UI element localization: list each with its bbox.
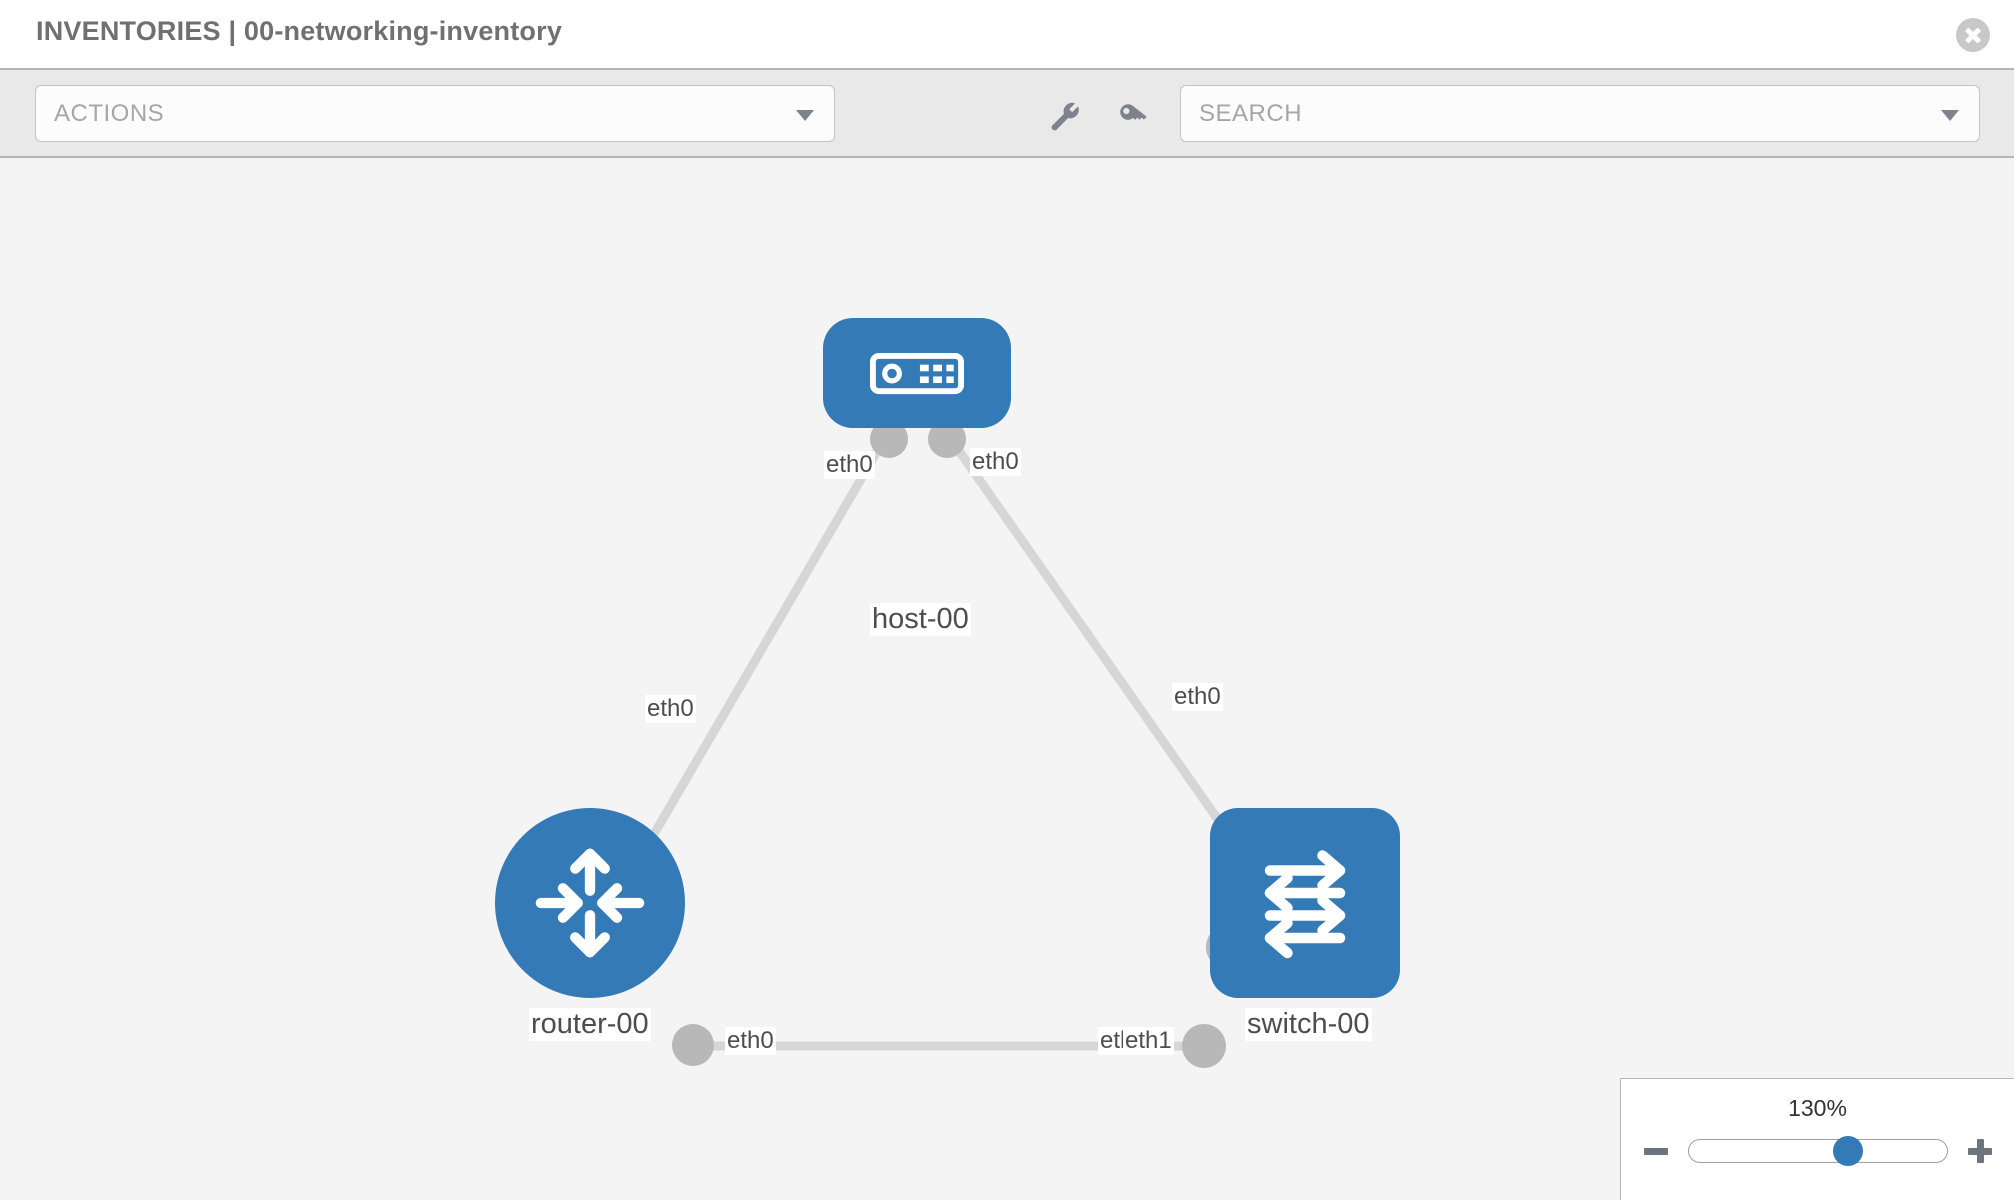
plus-icon-bar-vertical	[1976, 1139, 1984, 1163]
iface-label-switch-upper: eth0	[1172, 683, 1223, 711]
chevron-down-icon	[1941, 109, 1959, 121]
actions-dropdown-value: ACTIONS	[54, 99, 165, 127]
minus-icon[interactable]	[1642, 1137, 1670, 1165]
zoom-slider[interactable]	[1687, 1136, 1948, 1166]
zoom-level-value: 130%	[1788, 1095, 1847, 1121]
node-router-00-shape[interactable]	[495, 808, 685, 998]
page-title: INVENTORIES | 00-networking-inventory	[36, 16, 563, 46]
close-icon[interactable]	[1956, 18, 1990, 52]
plus-icon[interactable]	[1966, 1137, 1994, 1165]
connector-knob-router-right	[672, 1024, 714, 1066]
node-switch-00-label: switch-00	[1245, 1008, 1372, 1041]
chevron-down-icon	[796, 109, 814, 121]
iface-label-router-upper: eth0	[645, 695, 696, 723]
key-icon[interactable]	[1116, 100, 1150, 134]
topology-canvas[interactable]: host-00 router-00	[0, 158, 2014, 1200]
node-switch-00-shape[interactable]	[1210, 808, 1400, 998]
iface-label-switch-left-b: eth1	[1123, 1027, 1174, 1055]
connector-knob-switch-left	[1182, 1024, 1226, 1068]
iface-label-host-left: eth0	[824, 451, 875, 479]
wrench-icon[interactable]	[1048, 100, 1082, 134]
zoom-control-row	[1621, 1131, 2014, 1171]
search-input-placeholder: SEARCH	[1199, 99, 1303, 127]
node-host-00-label: host-00	[870, 603, 971, 636]
search-input[interactable]: SEARCH	[1180, 85, 1980, 142]
iface-label-router-right: eth0	[725, 1027, 776, 1055]
actions-dropdown[interactable]: ACTIONS	[35, 85, 835, 142]
toolbar: ACTIONS SEARCH	[0, 68, 2014, 158]
iface-label-host-right: eth0	[970, 448, 1021, 476]
zoom-control-panel: 130%	[1620, 1078, 2014, 1200]
node-router-00-label: router-00	[529, 1008, 651, 1041]
app-header: INVENTORIES | 00-networking-inventory	[0, 0, 2014, 68]
zoom-slider-thumb[interactable]	[1833, 1136, 1864, 1166]
topology-links	[636, 435, 1249, 1051]
node-host-00-shape[interactable]	[823, 318, 1011, 428]
minus-icon-bar	[1643, 1148, 1668, 1155]
